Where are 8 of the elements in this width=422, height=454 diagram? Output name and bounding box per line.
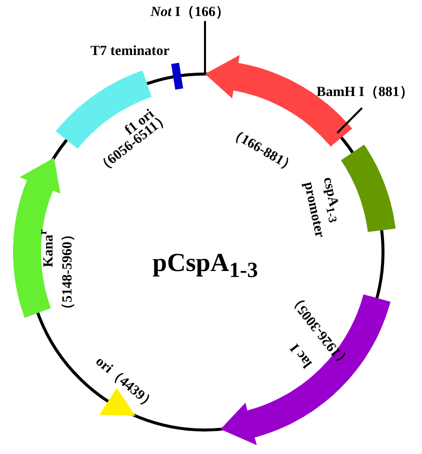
- leader-line: [336, 107, 363, 134]
- feature-label: T7 teminator: [90, 44, 170, 60]
- site-label: Not I（166）: [150, 3, 230, 21]
- feature-label: ori（4439）: [91, 353, 159, 414]
- plasmid-name: pCspA$_{1-3}$: [152, 248, 258, 283]
- position-label: （5148-5960）: [58, 228, 76, 316]
- leader-line: [204, 21, 206, 74]
- site-label: BamH I（881）: [316, 83, 414, 101]
